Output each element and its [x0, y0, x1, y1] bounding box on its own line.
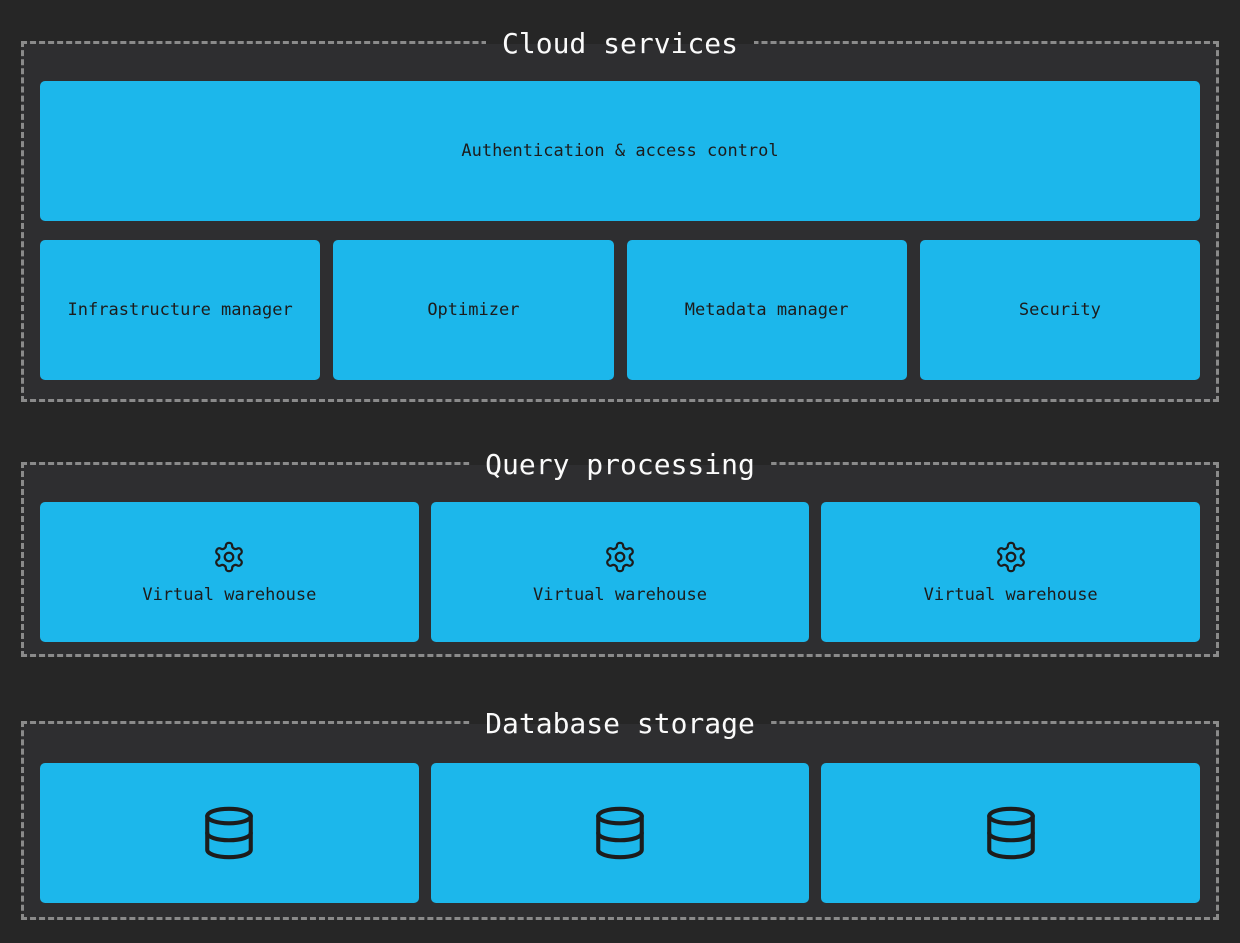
gear-icon [603, 540, 637, 574]
cloud-services-section: Cloud services Authentication & access c… [21, 24, 1219, 402]
section-title: Query processing [469, 445, 771, 485]
node-database [40, 763, 419, 903]
database-icon [200, 804, 258, 862]
node-label: Virtual warehouse [533, 584, 707, 605]
node-label: Infrastructure manager [67, 300, 293, 320]
node-optimizer: Optimizer [333, 240, 614, 380]
node-label: Security [1018, 300, 1101, 320]
query-processing-section: Query processing Virtual warehouse [21, 445, 1219, 657]
cloud-services-row: Infrastructure manager Optimizer Metadat… [40, 240, 1200, 380]
node-metadata-manager: Metadata manager [626, 240, 907, 380]
query-processing-row: Virtual warehouse Virtual warehouse [40, 502, 1201, 642]
gear-icon [212, 540, 246, 574]
node-label: Virtual warehouse [923, 584, 1098, 605]
node-virtual-warehouse: Virtual warehouse [40, 502, 419, 642]
node-database [821, 763, 1201, 903]
node-label: Virtual warehouse [142, 584, 317, 605]
node-virtual-warehouse: Virtual warehouse [821, 502, 1201, 642]
node-infrastructure-manager: Infrastructure manager [40, 240, 321, 380]
node-label: Metadata manager [684, 300, 849, 320]
node-database [430, 763, 810, 903]
database-icon [982, 804, 1040, 862]
section-title: Database storage [469, 704, 771, 744]
database-icon [591, 804, 649, 862]
gear-icon [994, 540, 1028, 574]
database-storage-row [40, 763, 1201, 903]
node-authentication-access-control: Authentication & access control [40, 81, 1200, 221]
node-label: Optimizer [427, 300, 520, 320]
node-label: Authentication & access control [461, 141, 779, 161]
node-security: Security [919, 240, 1200, 380]
node-virtual-warehouse: Virtual warehouse [430, 502, 810, 642]
section-title: Cloud services [485, 24, 755, 64]
database-storage-section: Database storage [21, 704, 1219, 920]
